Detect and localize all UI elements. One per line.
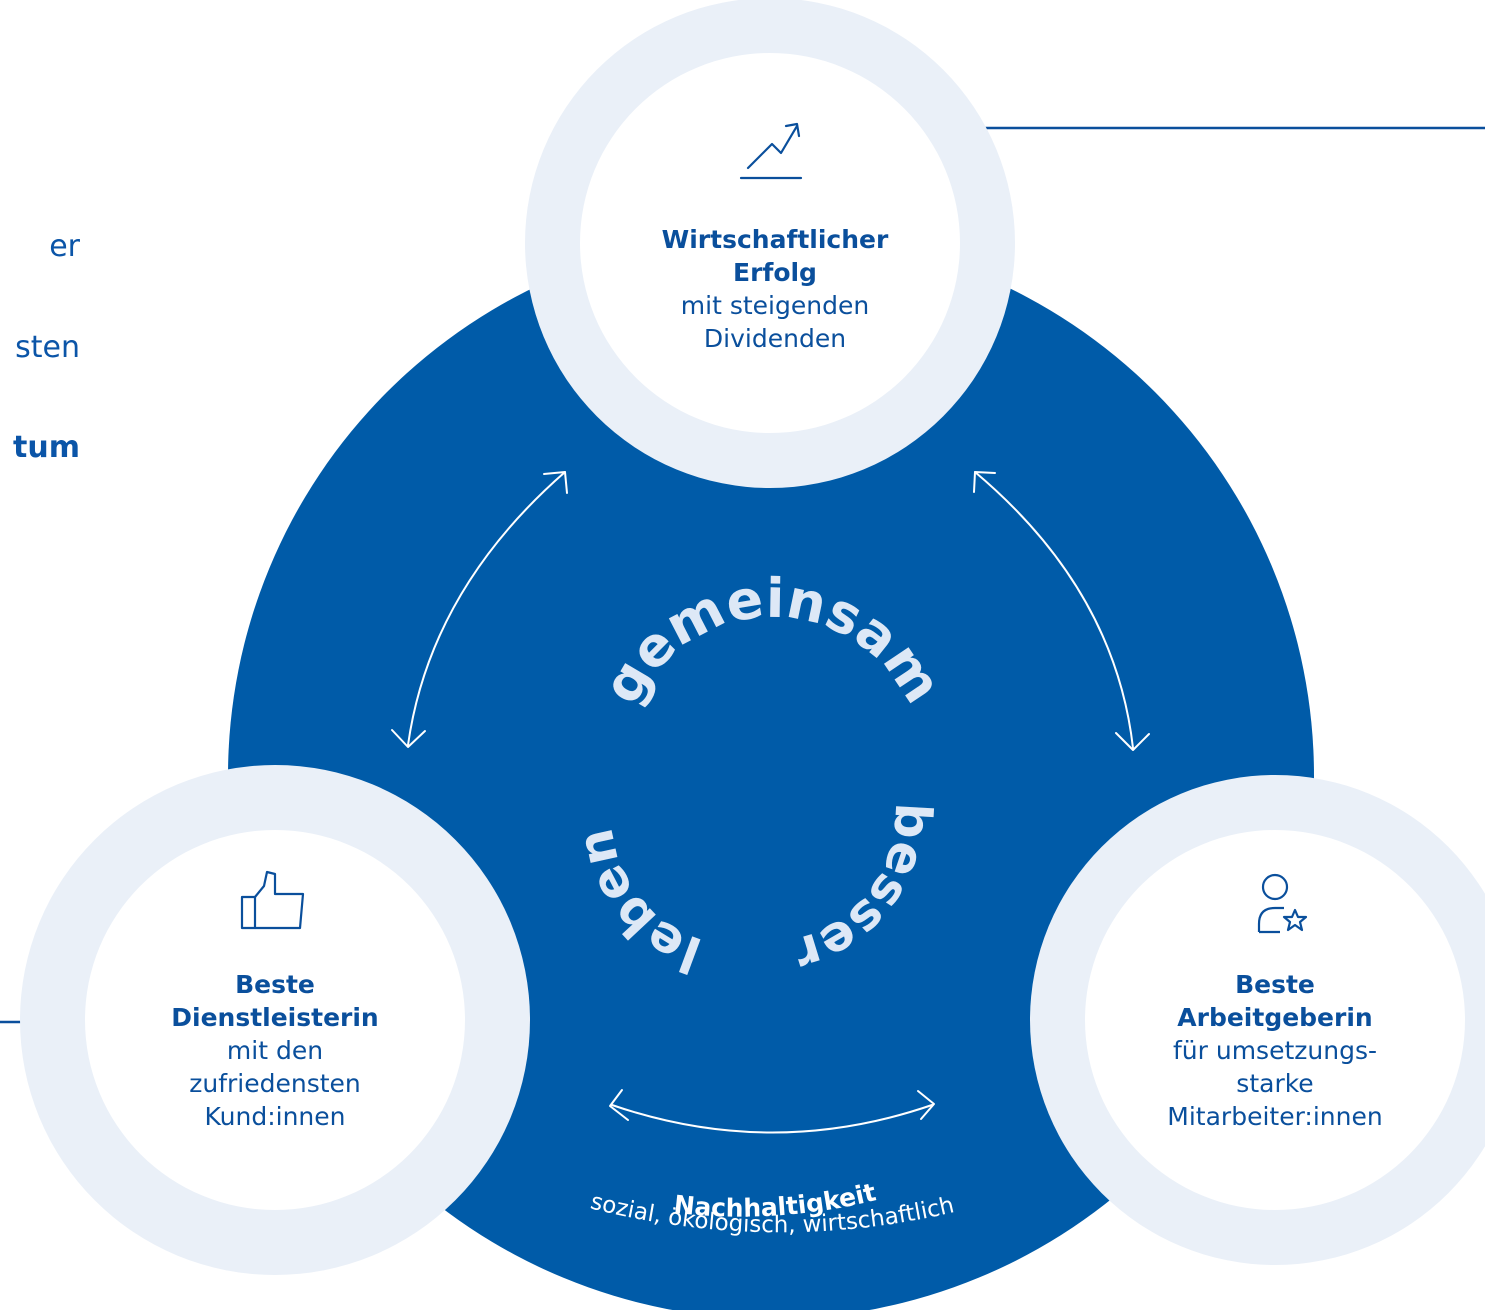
node-left-sub-3: Kund:innen — [204, 1102, 346, 1131]
trend-up-icon — [739, 122, 803, 180]
node-right-title-1: Beste — [1235, 970, 1315, 999]
node-top-title-2: Erfolg — [733, 258, 817, 287]
node-right-sub-2: starke — [1236, 1069, 1314, 1098]
thumbs-up-icon — [240, 870, 305, 930]
arrow-top-left — [391, 471, 568, 748]
node-top-sub-1: mit steigenden — [680, 291, 870, 320]
node-left-title-1: Beste — [235, 970, 315, 999]
node-top-title-1: Wirtschaftlicher — [661, 225, 889, 254]
node-right-circle — [1030, 775, 1485, 1265]
node-right-sub-1: für umsetzungs- — [1172, 1036, 1377, 1065]
person-star-icon — [1257, 873, 1308, 934]
arrow-top-right — [973, 471, 1150, 751]
node-right-text: Beste Arbeitgeberin für umsetzungs- star… — [1110, 968, 1440, 1133]
left-text-line-2: sten — [15, 330, 80, 365]
node-right-sub-3: Mitarbeiter:innen — [1167, 1102, 1383, 1131]
node-left-title-2: Dienstleisterin — [171, 1003, 379, 1032]
node-top-text: Wirtschaftlicher Erfolg mit steigenden D… — [610, 223, 940, 355]
node-right-title-2: Arbeitgeberin — [1177, 1003, 1373, 1032]
node-top-circle — [525, 0, 1015, 488]
node-left-sub-1: mit den — [226, 1036, 324, 1065]
arrow-bottom — [609, 1089, 935, 1134]
node-left-text: Beste Dienstleisterin mit den zufriedens… — [110, 968, 440, 1133]
left-text-line-1: er — [49, 229, 80, 264]
node-left-circle — [20, 765, 530, 1275]
node-left-sub-2: zufriedensten — [189, 1069, 361, 1098]
node-top-sub-2: Dividenden — [703, 324, 847, 353]
left-text-line-3: tum — [13, 430, 80, 465]
